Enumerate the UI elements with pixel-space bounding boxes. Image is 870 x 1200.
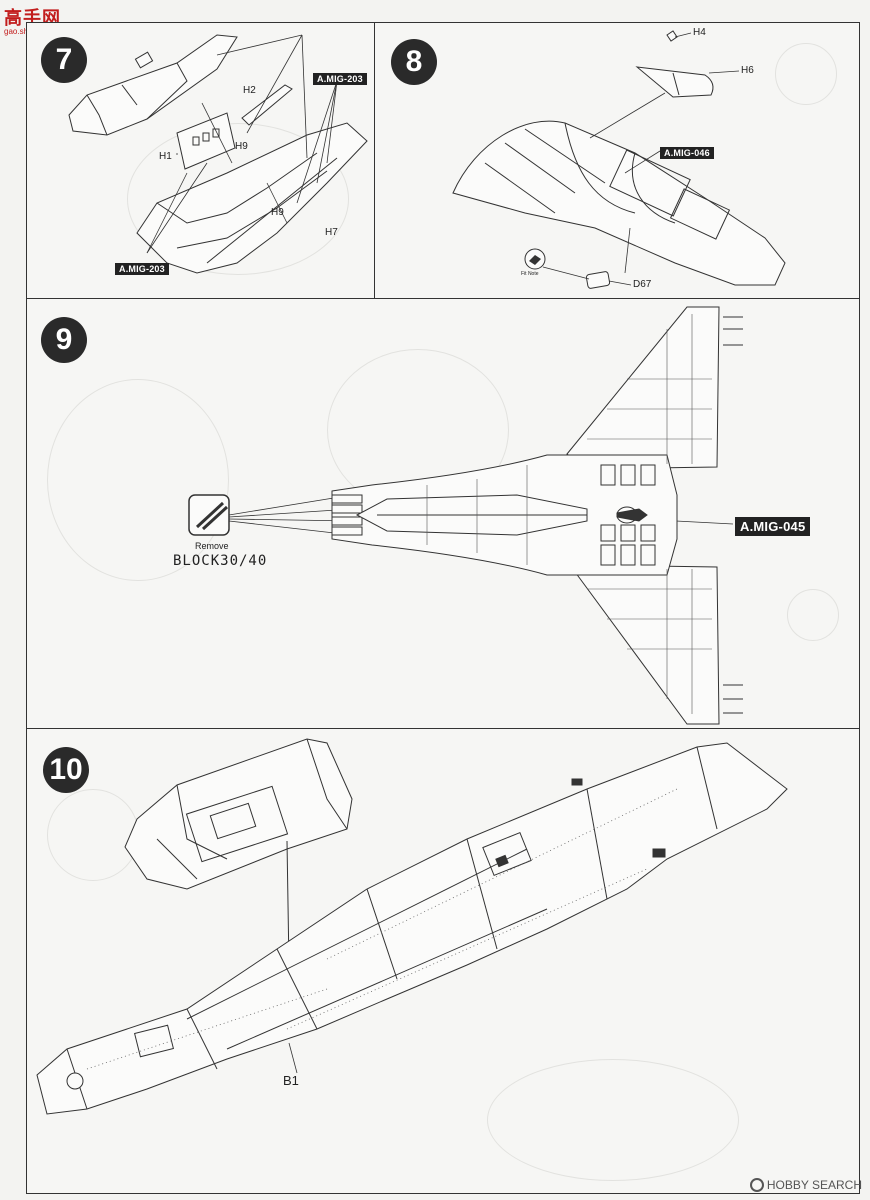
step-9-illustration: [188, 306, 743, 725]
paint-callout-top: A.MIG-203: [313, 73, 367, 85]
paint-callout: A.MIG-046: [660, 147, 714, 159]
remove-label: Remove: [195, 541, 229, 551]
paint-callout-bottom: A.MIG-203: [115, 263, 169, 275]
fit-note-label: Fit Note: [521, 271, 539, 277]
block-label: BLOCK30/40: [173, 553, 268, 569]
step-7-illustration: [68, 34, 368, 274]
step-7-panel: 7: [26, 22, 376, 300]
paint-callout: A.MIG-045: [735, 517, 811, 536]
step-10-panel: 10: [26, 728, 860, 1194]
part-label-h6: H6: [741, 65, 754, 76]
step-8-panel: 8: [374, 22, 860, 300]
step-8-number: 8: [391, 39, 437, 85]
part-label-b1: B1: [283, 1073, 299, 1088]
step-7-number: 7: [41, 37, 87, 83]
part-label-h4: H4: [693, 27, 706, 38]
watermark-text: HOBBY SEARCH: [766, 1178, 862, 1192]
part-label-h9-upper: H9: [235, 141, 248, 152]
part-label-h2: H2: [243, 85, 256, 96]
part-label-h9-lower: H9: [271, 207, 284, 218]
step-9-panel: 9: [26, 298, 860, 730]
hobby-search-watermark: HOBBY SEARCH: [749, 1178, 862, 1192]
hobby-search-logo-icon: [749, 1178, 764, 1192]
step-10-number: 10: [43, 747, 89, 793]
step-8-illustration: [452, 30, 786, 289]
part-label-d67: D67: [633, 279, 652, 290]
step-10-illustration: [36, 738, 788, 1115]
part-label-h7: H7: [325, 227, 338, 238]
step-9-number: 9: [41, 317, 87, 363]
part-label-h1: H1: [159, 151, 172, 162]
